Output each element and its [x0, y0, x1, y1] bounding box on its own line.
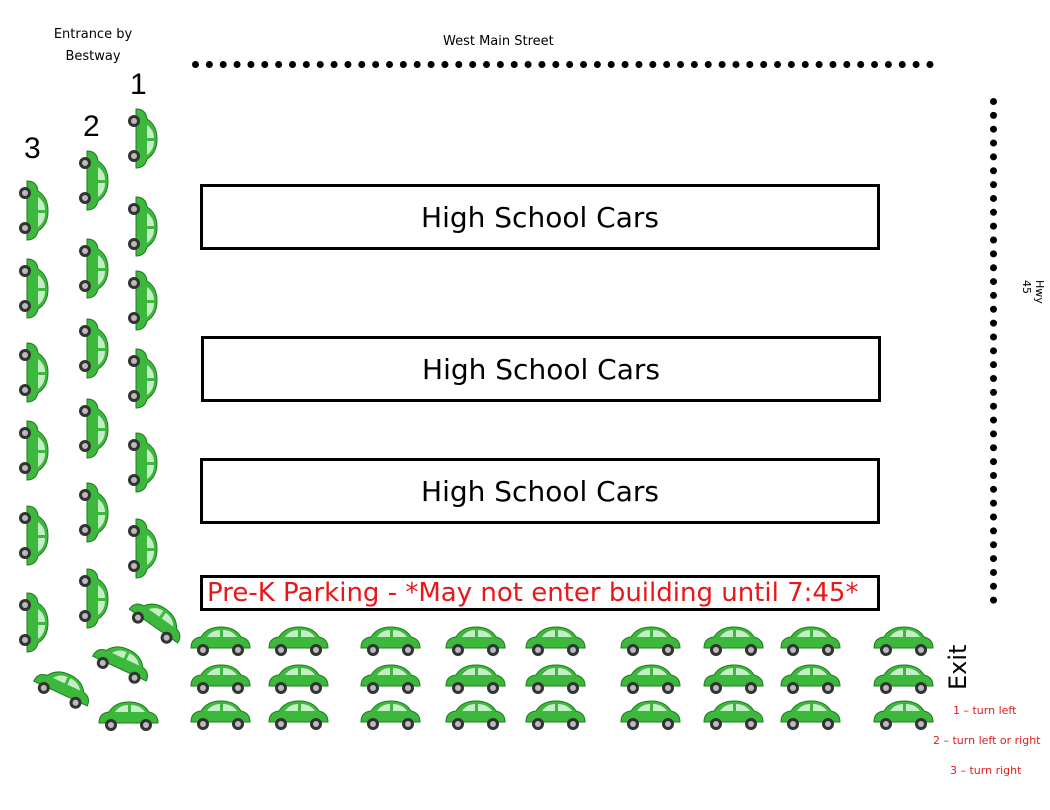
legend-item-3: 3 – turn right: [950, 764, 1022, 777]
car-icon: [26, 658, 100, 717]
car-icon: [777, 624, 843, 658]
car-icon: [77, 395, 111, 461]
car-icon: [126, 105, 160, 171]
car-icon: [77, 479, 111, 545]
lane-number-1: 1: [130, 68, 147, 101]
high-school-zone-1: High School Cars: [200, 184, 880, 250]
car-icon: [17, 417, 51, 483]
lane-number-3: 3: [24, 132, 41, 165]
car-icon: [17, 589, 51, 655]
car-icon: [77, 565, 111, 631]
high-school-zone-1-label: High School Cars: [421, 200, 659, 234]
street-label: West Main Street: [443, 34, 554, 49]
car-icon: [442, 662, 508, 696]
car-icon: [17, 502, 51, 568]
car-icon: [77, 147, 111, 213]
car-icon: [17, 339, 51, 405]
car-icon: [265, 624, 331, 658]
car-icon: [522, 624, 588, 658]
pre-k-zone: Pre-K Parking - *May not enter building …: [200, 575, 880, 611]
car-icon: [357, 698, 423, 732]
lane-number-2: 2: [83, 110, 100, 143]
car-icon: [126, 345, 160, 411]
high-school-zone-2: High School Cars: [201, 336, 881, 402]
legend-item-2: 2 – turn left or right: [933, 734, 1041, 747]
car-icon: [17, 255, 51, 321]
entrance-label-text: Entrance by Bestway: [53, 27, 133, 64]
car-icon: [357, 662, 423, 696]
car-icon: [265, 698, 331, 732]
highway-label: Hwy 45: [1020, 280, 1046, 304]
car-icon: [700, 624, 766, 658]
car-icon: [700, 662, 766, 696]
car-icon: [17, 177, 51, 243]
street-road: [192, 61, 934, 68]
exit-label: Exit: [944, 644, 972, 690]
car-icon: [442, 698, 508, 732]
car-icon: [95, 699, 161, 733]
high-school-zone-3-label: High School Cars: [421, 474, 659, 508]
car-icon: [77, 235, 111, 301]
car-icon: [77, 315, 111, 381]
car-icon: [870, 624, 936, 658]
car-icon: [85, 633, 159, 692]
highway-road: [990, 98, 997, 604]
car-icon: [522, 662, 588, 696]
car-icon: [700, 698, 766, 732]
car-icon: [442, 624, 508, 658]
high-school-zone-3: High School Cars: [200, 458, 880, 524]
car-icon: [522, 698, 588, 732]
car-icon: [126, 515, 160, 581]
car-icon: [617, 662, 683, 696]
car-icon: [870, 698, 936, 732]
car-icon: [777, 662, 843, 696]
high-school-zone-2-label: High School Cars: [422, 352, 660, 386]
entrance-label: Entrance by Bestway: [45, 24, 141, 68]
legend-item-1: 1 – turn left: [953, 704, 1017, 717]
car-icon: [187, 624, 253, 658]
car-icon: [120, 587, 194, 653]
car-icon: [126, 193, 160, 259]
car-icon: [870, 662, 936, 696]
car-icon: [617, 698, 683, 732]
car-icon: [777, 698, 843, 732]
car-icon: [126, 429, 160, 495]
car-icon: [265, 662, 331, 696]
car-icon: [187, 662, 253, 696]
car-icon: [126, 267, 160, 333]
car-icon: [357, 624, 423, 658]
car-icon: [187, 698, 253, 732]
car-icon: [617, 624, 683, 658]
